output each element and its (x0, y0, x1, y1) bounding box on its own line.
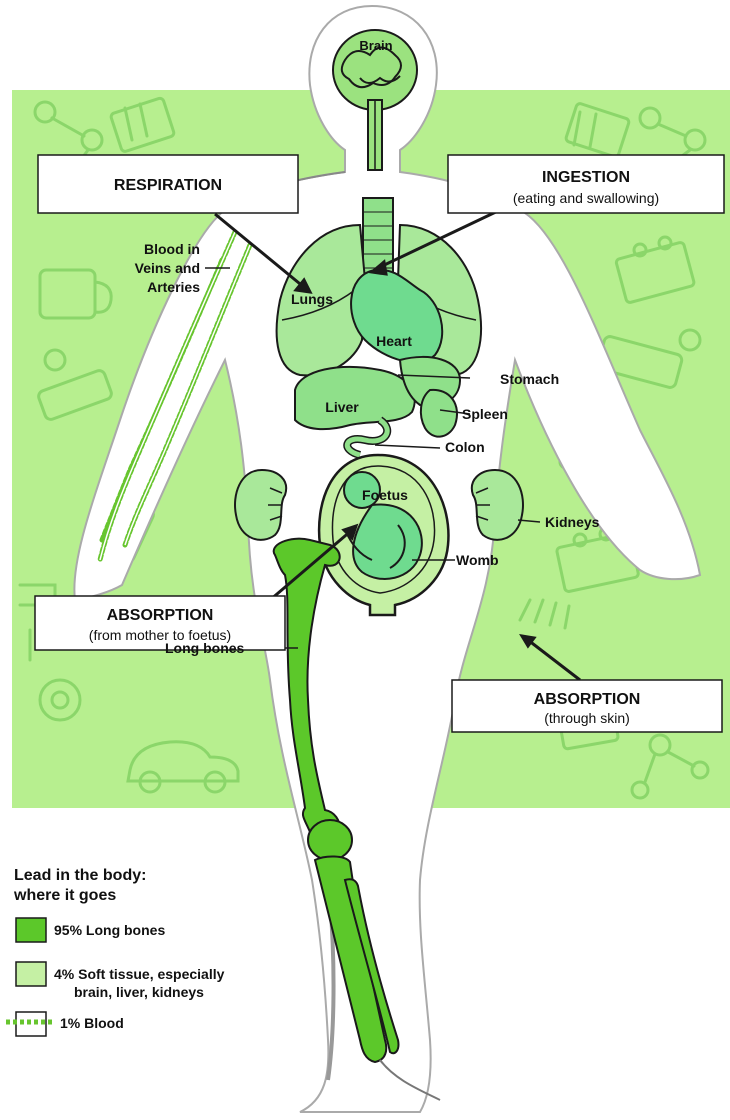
legend-swatch-long-bones (16, 918, 46, 942)
callout-respiration: RESPIRATION (38, 155, 298, 213)
callout-absorption-mother: ABSORPTION (from mother to foetus) (35, 596, 285, 650)
label-heart: Heart (376, 333, 412, 349)
spleen (421, 390, 457, 437)
kidney-left (235, 470, 286, 540)
label-colon: Colon (445, 439, 485, 455)
callout-ingestion-subtitle: (eating and swallowing) (513, 190, 659, 206)
kidney-right (472, 470, 523, 540)
knee-cap (308, 820, 352, 860)
label-kidneys: Kidneys (545, 514, 600, 530)
legend-item-blood: 1% Blood (60, 1015, 124, 1031)
legend-item-soft-tissue-line1: 4% Soft tissue, especially (54, 966, 225, 982)
callout-absorption-mother-title: ABSORPTION (107, 607, 214, 624)
label-blood-line3: Arteries (147, 279, 200, 295)
legend: Lead in the body: where it goes 95% Long… (6, 867, 225, 1036)
callout-ingestion-title: INGESTION (542, 169, 630, 186)
legend-item-soft-tissue-line2: brain, liver, kidneys (74, 984, 204, 1000)
legend-item-long-bones: 95% Long bones (54, 922, 165, 938)
label-lungs: Lungs (291, 291, 333, 307)
legend-title-line1: Lead in the body: (14, 867, 146, 884)
label-stomach: Stomach (500, 371, 559, 387)
legend-swatch-soft-tissue (16, 962, 46, 986)
label-blood-line1: Blood in (144, 241, 200, 257)
label-womb: Womb (456, 552, 499, 568)
label-blood-line2: Veins and (135, 260, 200, 276)
label-brain: Brain (359, 38, 392, 53)
label-long-bones: Long bones (165, 640, 245, 656)
callout-absorption-skin-subtitle: (through skin) (544, 710, 630, 726)
callout-absorption-skin-title: ABSORPTION (534, 691, 641, 708)
label-spleen: Spleen (462, 406, 508, 422)
label-liver: Liver (325, 399, 359, 415)
label-foetus: Foetus (362, 487, 408, 503)
callout-absorption-skin: ABSORPTION (through skin) (452, 680, 722, 732)
callout-respiration-title: RESPIRATION (114, 177, 222, 194)
legend-title-line2: where it goes (13, 887, 116, 904)
callout-ingestion: INGESTION (eating and swallowing) (448, 155, 724, 213)
